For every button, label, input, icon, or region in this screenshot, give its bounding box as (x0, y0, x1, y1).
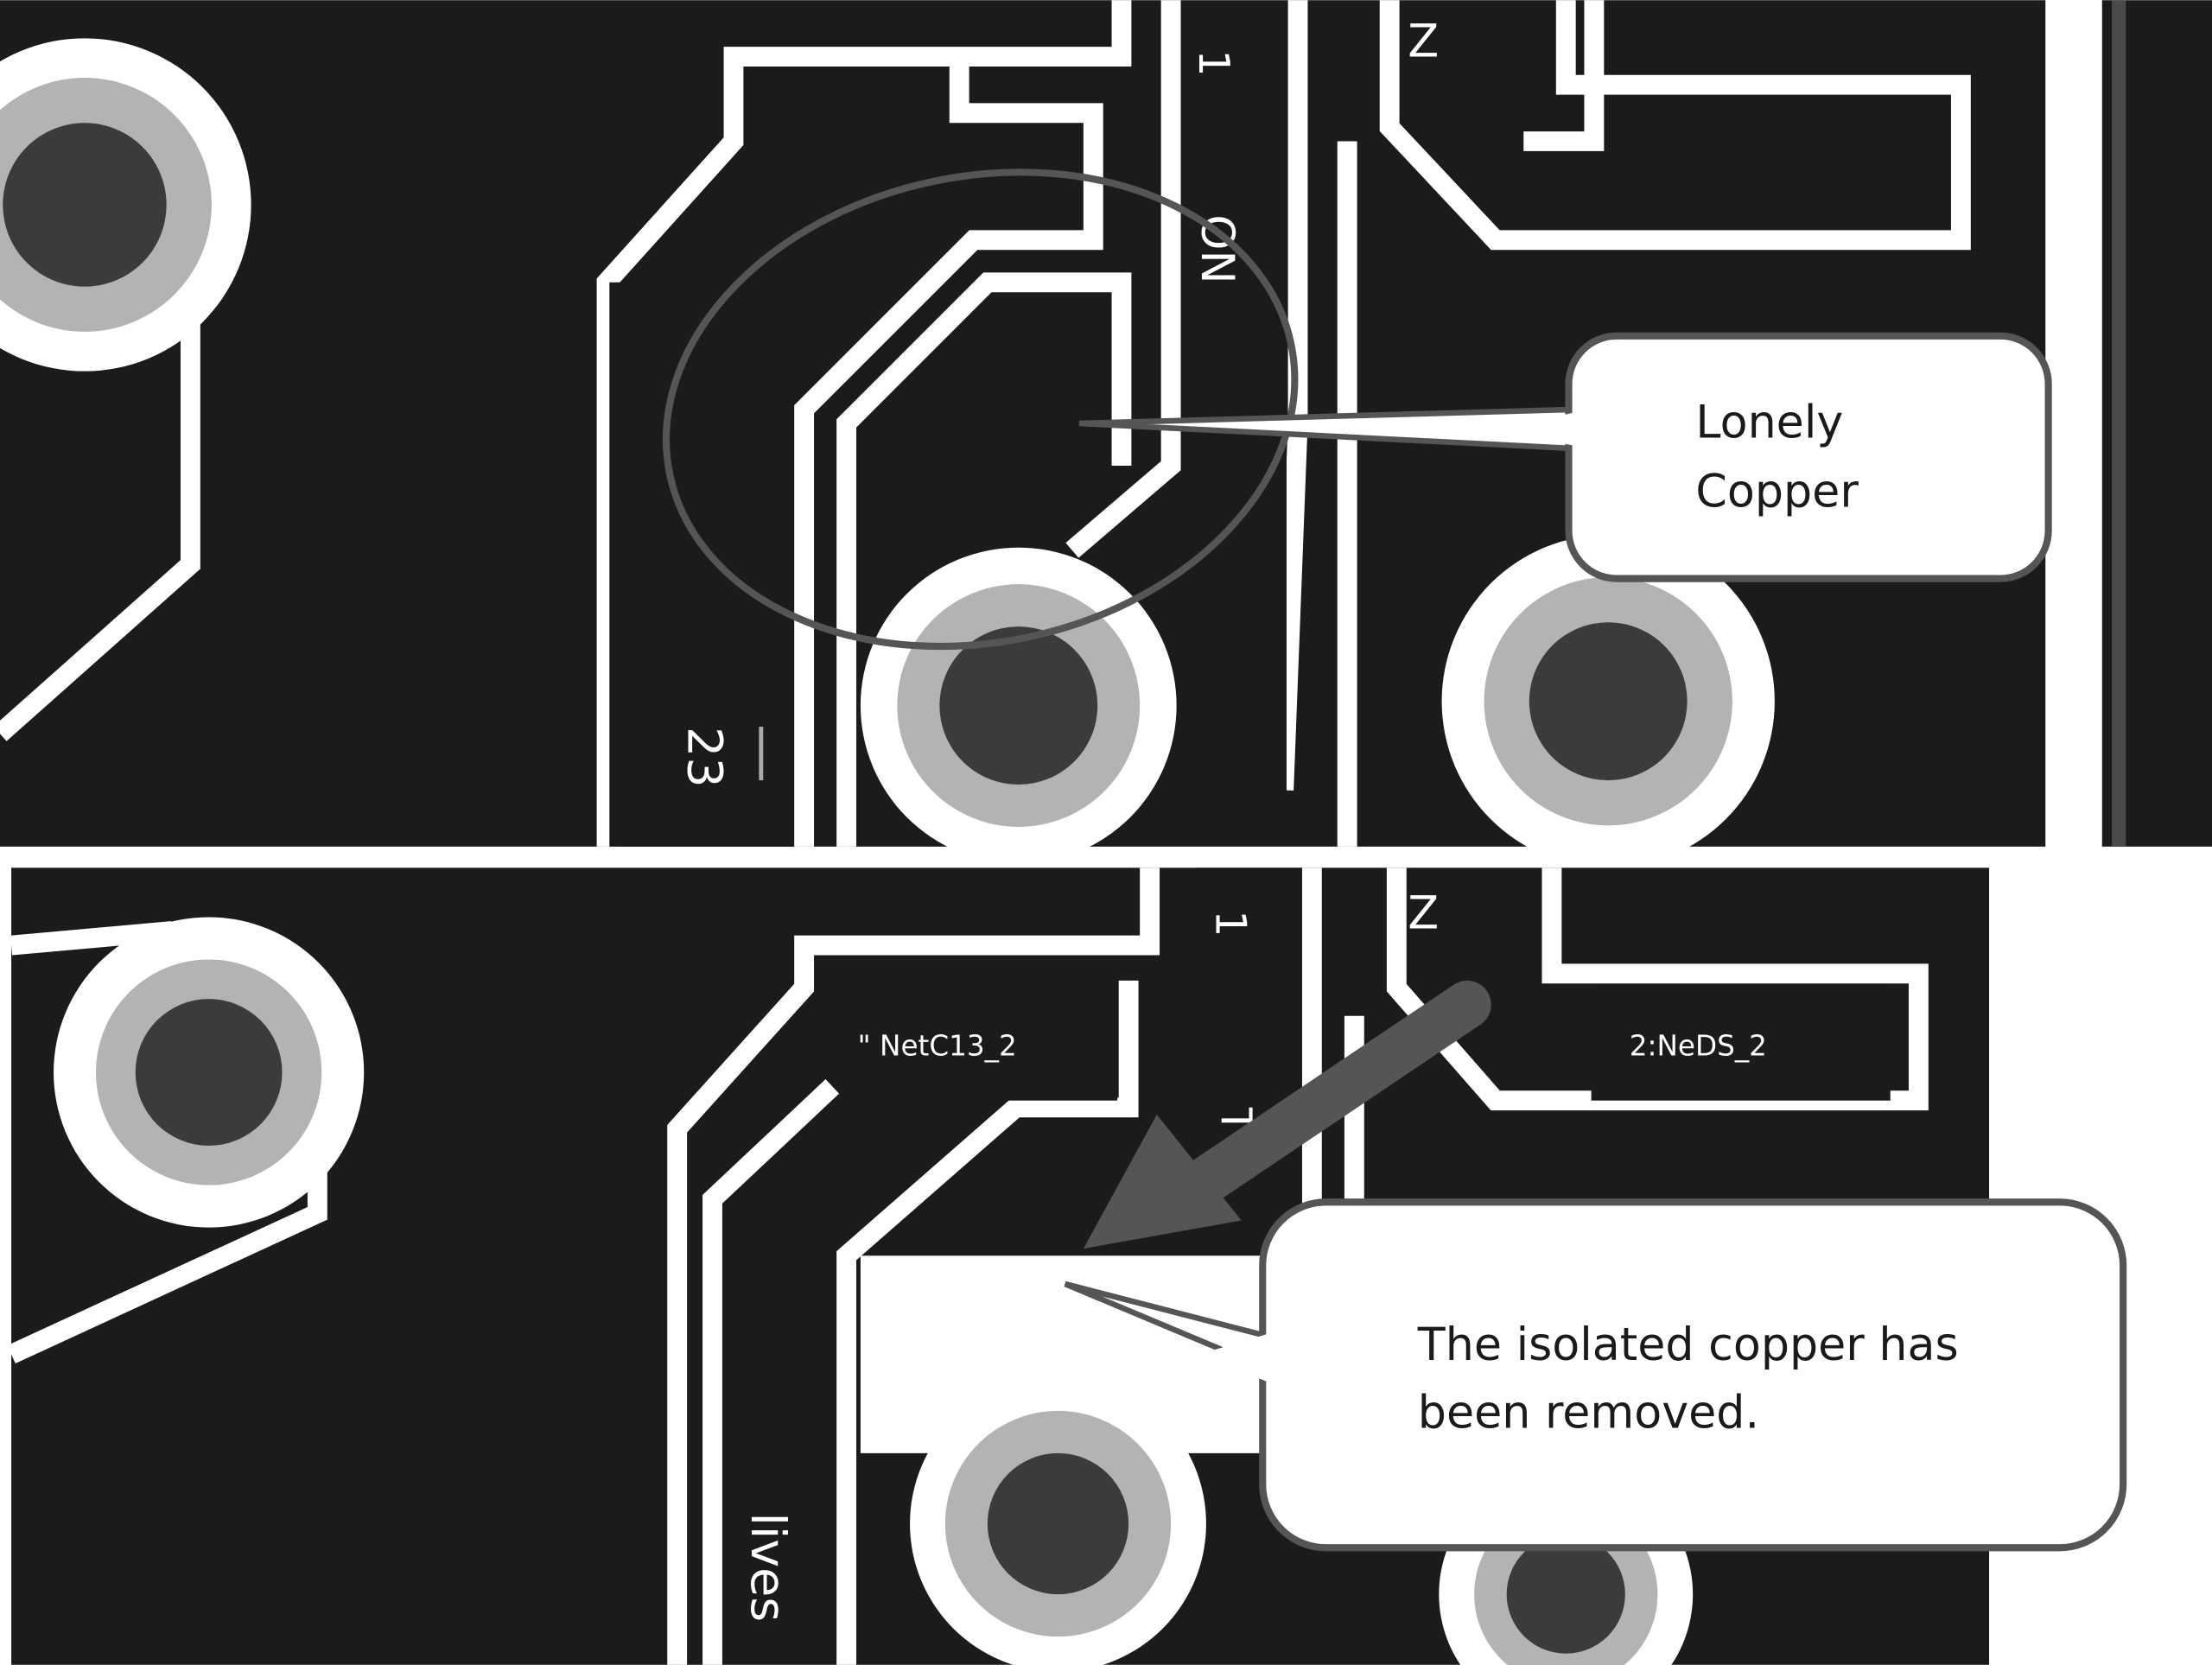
pad (910, 1376, 1206, 1665)
bottom-panel: 1 T Z lives " NetC13_2 2:NeDS_2 The isol… (7, 867, 2127, 1665)
callout-text-line2: been removed. (1418, 1387, 1759, 1439)
clearance-outlines-top (0, 0, 1971, 847)
silkscreen-label-z: Z (1408, 888, 1439, 940)
silkscreen-strip (1185, 14, 1287, 804)
silkscreen-tick (759, 727, 764, 781)
pad (0, 38, 251, 372)
net-label-netc13: " NetC13_2 (858, 1029, 1017, 1062)
callout-text-line1: Lonely (1695, 397, 1843, 448)
board-edge-line (2112, 0, 2126, 847)
silkscreen-label-z: Z (1408, 16, 1439, 68)
pad (860, 547, 1177, 864)
callout-lonely-copper: Lonely Copper (1078, 332, 2052, 582)
net-label-neds: 2:NeDS_2 (1630, 1029, 1767, 1062)
top-panel: 1 ON Z 23 Lonely Copper (0, 0, 2212, 868)
pad (1441, 535, 1775, 868)
callout-text-line1: The isolated copper has (1417, 1319, 1959, 1371)
arrow-icon (1083, 980, 1491, 1249)
callout-isolated-copper-removed: The isolated copper has been removed. (1064, 1198, 2127, 1552)
callout-text-line2: Copper (1695, 466, 1859, 518)
silkscreen-label-23: 23 (677, 727, 733, 788)
silkscreen-label-1: 1 (1189, 49, 1238, 76)
highlight-ellipse (662, 168, 1299, 651)
silkscreen-label-lives: lives (740, 1512, 796, 1622)
pad (54, 917, 365, 1228)
silkscreen-label-1: 1 (1205, 910, 1255, 937)
